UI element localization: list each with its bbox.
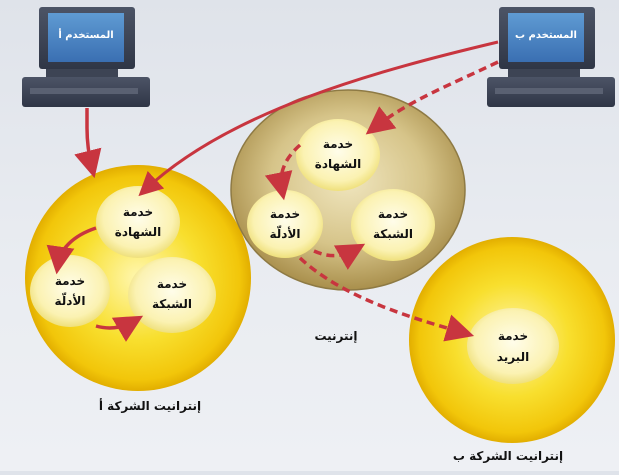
service-mail-b-line2: البريد	[497, 350, 529, 364]
arrow-certificate-to-directory-a	[46, 226, 97, 275]
internet-label: إنترنيت	[314, 329, 357, 343]
internet-region	[230, 89, 466, 291]
arrow-directory-to-network-internet	[313, 243, 366, 270]
arrow-user-b-to-certificate-a	[138, 40, 499, 197]
user-a-computer-icon: المستخدم أ	[22, 7, 150, 107]
arrow-user-a-to-certificate	[74, 108, 102, 179]
service-directory-a: خدمة الأدلّة	[30, 255, 110, 327]
service-network-internet-line1: خدمة	[378, 207, 408, 221]
service-directory-a-line1: خدمة	[55, 274, 85, 288]
service-certificate-a-line1: خدمة	[123, 205, 153, 219]
service-certificate-internet: خدمة الشهادة	[296, 119, 380, 191]
service-directory-a-line2: الأدلّة	[55, 291, 86, 308]
service-certificate-a-line2: الشهادة	[115, 225, 162, 239]
service-directory-internet-line1: خدمة	[270, 207, 300, 221]
user-b-label: المستخدم ب	[515, 30, 577, 41]
service-mail-b: خدمة البريد	[467, 308, 559, 384]
service-directory-internet-line2: الأدلّة	[270, 224, 301, 241]
service-network-internet: خدمة الشبكة	[351, 189, 435, 261]
user-a-label: المستخدم أ	[58, 28, 113, 41]
arrow-directory-to-mail	[298, 256, 475, 342]
service-certificate-internet-line2: الشهادة	[315, 157, 362, 171]
service-mail-b-line1: خدمة	[498, 329, 528, 343]
service-network-a-line2: الشبكة	[152, 297, 192, 311]
intranet-a-label: إنترانيت الشركة أ	[99, 398, 201, 413]
service-certificate-internet-line1: خدمة	[323, 137, 353, 151]
service-network-internet-line2: الشبكة	[373, 227, 413, 241]
arrow-user-b-to-certificate-internet	[365, 60, 499, 135]
service-network-a: خدمة الشبكة	[128, 257, 216, 333]
service-network-a-line1: خدمة	[157, 277, 187, 291]
user-b-computer-icon: المستخدم ب	[487, 7, 615, 107]
arrow-directory-to-network-a	[95, 315, 144, 342]
service-directory-internet: خدمة الأدلّة	[247, 190, 323, 258]
intranet-b-label: إنترانيت الشركة ب	[453, 449, 563, 463]
service-certificate-a: خدمة الشهادة	[96, 186, 180, 258]
arrow-certificate-to-directory-internet	[264, 143, 302, 201]
